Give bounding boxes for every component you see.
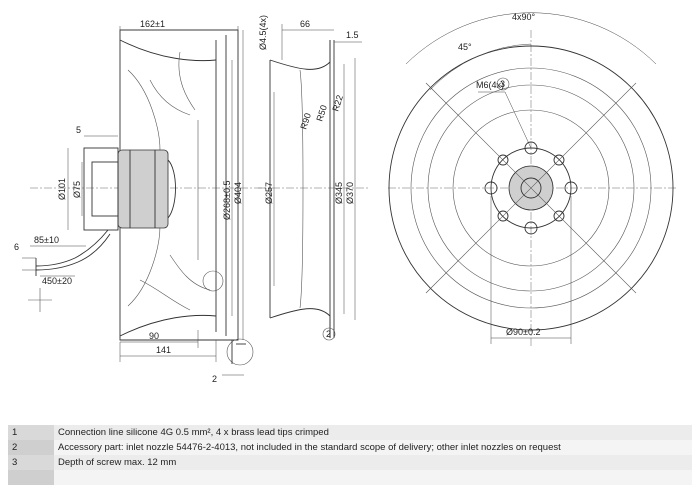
dim-5: 5: [76, 125, 81, 135]
dim-345: Ø345: [334, 182, 344, 204]
dim-141: 141: [156, 345, 171, 355]
dim-2: 2: [212, 374, 217, 384]
note-number: 1: [8, 425, 54, 440]
front-view: 4x90° 45° M6(4x) 3 Ø90±0.2: [388, 12, 678, 346]
dim-75: Ø75: [72, 181, 82, 198]
dim-1-5: 1.5: [346, 30, 359, 40]
dim-404: Ø404: [233, 182, 243, 204]
side-view: 162±1 5 Ø101 Ø75 Ø268±0.5 Ø404 85±10 6 4…: [14, 19, 270, 384]
dim-90: 90: [149, 331, 159, 341]
dim-450: 450±20: [42, 276, 72, 286]
dim-370: Ø370: [345, 182, 355, 204]
marker-3: 3: [500, 79, 505, 89]
notes-table: 1 Connection line silicone 4G 0.5 mm², 4…: [8, 425, 692, 485]
dim-101: Ø101: [57, 178, 67, 200]
dim-257: Ø257: [264, 182, 274, 204]
marker-2: 2: [326, 329, 331, 339]
note-row: 2 Accessory part: inlet nozzle 54476-2-4…: [8, 440, 692, 455]
dim-268: Ø268±0.5: [222, 181, 232, 220]
note-text: Depth of screw max. 12 mm: [54, 455, 692, 470]
note-row: 1 Connection line silicone 4G 0.5 mm², 4…: [8, 425, 692, 440]
r90: R90: [298, 112, 313, 131]
note-text: Connection line silicone 4G 0.5 mm², 4 x…: [54, 425, 692, 440]
dim-85: 85±10: [34, 235, 59, 245]
note-number: 3: [8, 455, 54, 470]
note-number: 2: [8, 440, 54, 455]
technical-drawing: 162±1 5 Ø101 Ø75 Ø268±0.5 Ø404 85±10 6 4…: [14, 12, 678, 384]
dim-4-5-4x: Ø4.5(4x): [258, 15, 268, 50]
angle-45: 45°: [458, 42, 472, 52]
dim-66: 66: [300, 19, 310, 29]
angle-4x90: 4x90°: [512, 12, 536, 22]
nozzle-view: 66 1.5 Ø4.5(4x) R90 R50 R22 Ø257 Ø345 Ø3…: [258, 15, 370, 341]
dim-6: 6: [14, 242, 19, 252]
r50: R50: [314, 104, 329, 123]
r22: R22: [330, 94, 345, 113]
dim-90-0-2: Ø90±0.2: [506, 327, 540, 337]
note-row: 3 Depth of screw max. 12 mm: [8, 455, 692, 470]
note-row-empty: [8, 470, 692, 485]
dim-162: 162±1: [140, 19, 165, 29]
note-text: Accessory part: inlet nozzle 54476-2-401…: [54, 440, 692, 455]
thread-m6: M6(4x): [476, 80, 504, 90]
